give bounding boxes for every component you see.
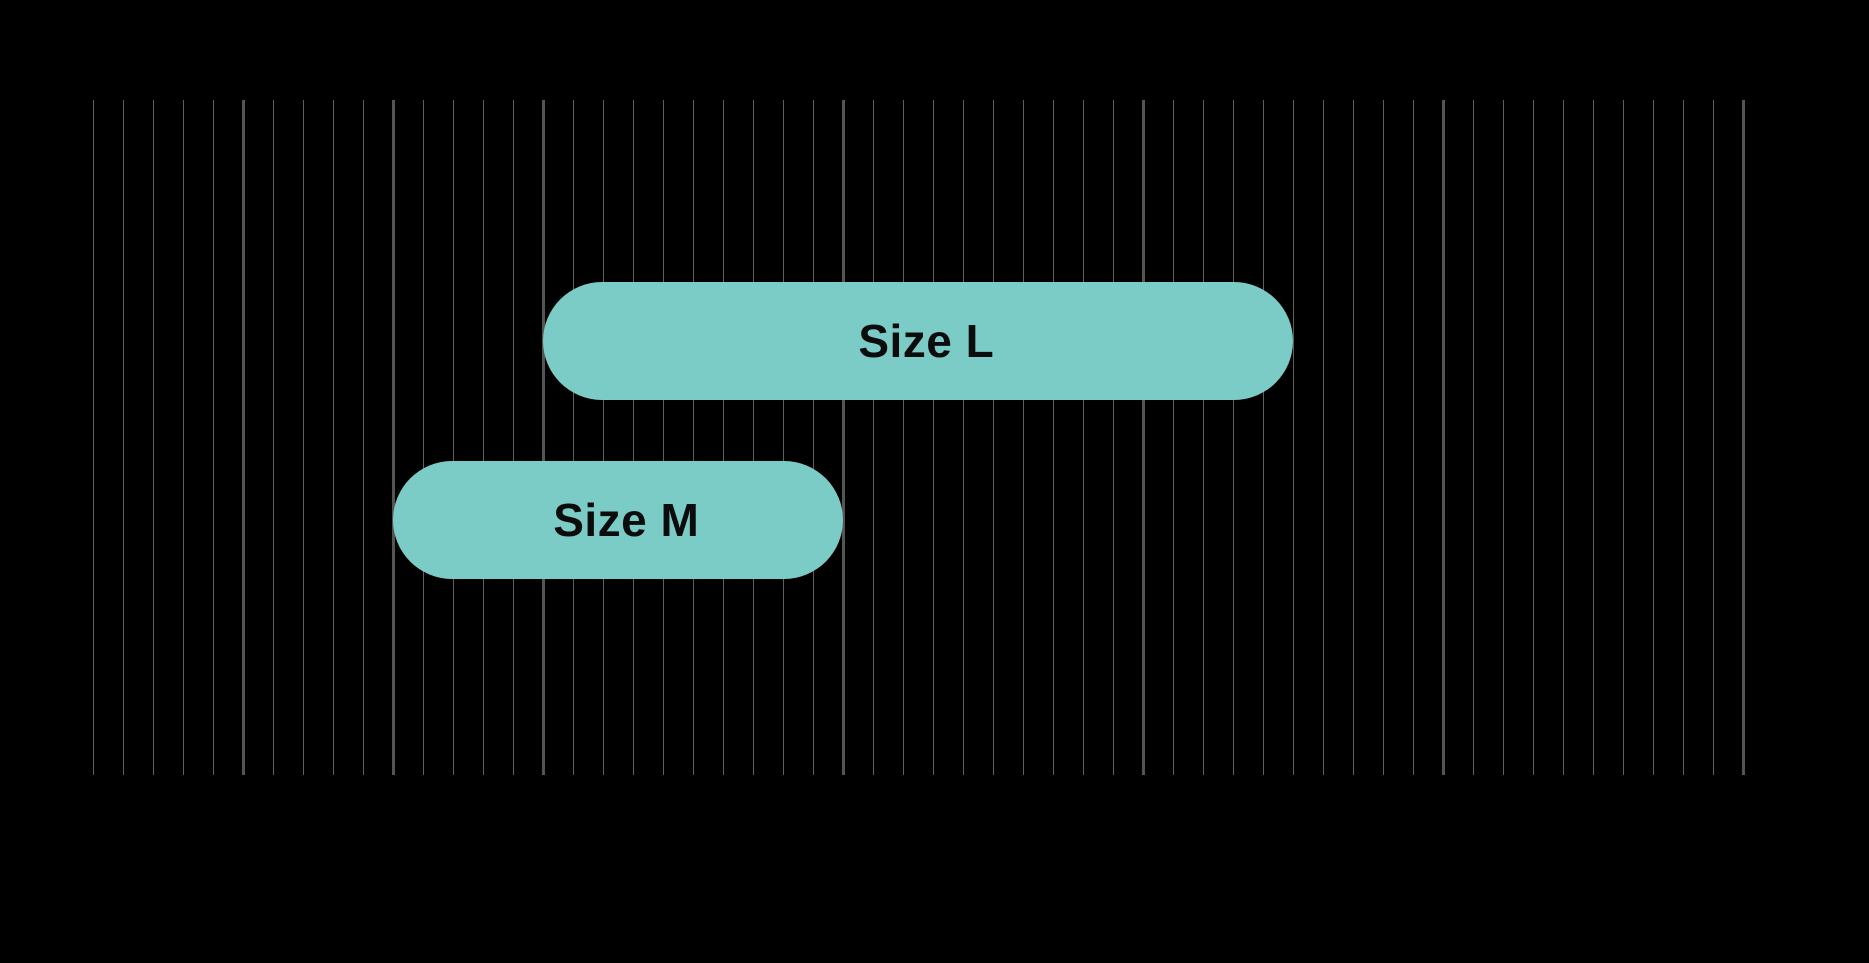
gridline-minor bbox=[633, 100, 635, 775]
gridline-minor bbox=[963, 100, 965, 775]
gridline-minor bbox=[753, 100, 755, 775]
gridline-minor bbox=[1083, 100, 1085, 775]
gridline-minor bbox=[1623, 100, 1625, 775]
gridline-minor bbox=[1593, 100, 1595, 775]
gridline-minor bbox=[1323, 100, 1325, 775]
gridline-minor bbox=[1263, 100, 1265, 775]
gridline-minor bbox=[363, 100, 365, 775]
gridline-minor bbox=[1293, 100, 1295, 775]
gridline-minor bbox=[1053, 100, 1055, 775]
gridline-minor bbox=[183, 100, 185, 775]
gridline-minor bbox=[873, 100, 875, 775]
gridline-minor bbox=[693, 100, 695, 775]
gridline-minor bbox=[1023, 100, 1025, 775]
task-bar-label: Size M bbox=[553, 494, 700, 546]
gridline-minor bbox=[573, 100, 575, 775]
gridline-minor bbox=[993, 100, 995, 775]
gridline-minor bbox=[1413, 100, 1415, 775]
gridline-minor bbox=[1533, 100, 1535, 775]
gridline-major bbox=[542, 100, 546, 775]
gridline-minor bbox=[153, 100, 155, 775]
gridline-minor bbox=[1203, 100, 1205, 775]
gridline-minor bbox=[1683, 100, 1685, 775]
gridline-major bbox=[1442, 100, 1446, 775]
gridline-minor bbox=[453, 100, 455, 775]
gridline-major bbox=[242, 100, 246, 775]
gridline-minor bbox=[213, 100, 215, 775]
gridline-minor bbox=[123, 100, 125, 775]
gridline-minor bbox=[513, 100, 515, 775]
gridline-minor bbox=[1233, 100, 1235, 775]
gridline-major bbox=[392, 100, 396, 775]
gridline-minor bbox=[903, 100, 905, 775]
task-bar-label: Size L bbox=[858, 315, 995, 367]
gridline-minor bbox=[1353, 100, 1355, 775]
gridline-minor bbox=[1473, 100, 1475, 775]
gridline-major bbox=[842, 100, 846, 775]
gridline-major bbox=[1742, 100, 1746, 775]
gridline-minor bbox=[483, 100, 485, 775]
gridline-minor bbox=[93, 100, 95, 775]
gridline-minor bbox=[723, 100, 725, 775]
gridline-minor bbox=[333, 100, 335, 775]
gridline-minor bbox=[933, 100, 935, 775]
gridline-minor bbox=[663, 100, 665, 775]
gridline-major bbox=[1142, 100, 1146, 775]
task-bar-size-m: Size M bbox=[393, 461, 844, 579]
task-bar-size-l: Size L bbox=[543, 282, 1294, 400]
gridline-minor bbox=[783, 100, 785, 775]
gridline-minor bbox=[813, 100, 815, 775]
gridline-minor bbox=[273, 100, 275, 775]
gridline-minor bbox=[1713, 100, 1715, 775]
gridline-minor bbox=[1113, 100, 1115, 775]
gridline-minor bbox=[1383, 100, 1385, 775]
gridline-minor bbox=[1503, 100, 1505, 775]
gridline-minor bbox=[1563, 100, 1565, 775]
gridline-minor bbox=[1173, 100, 1175, 775]
gridline-minor bbox=[423, 100, 425, 775]
gridline-minor bbox=[1653, 100, 1655, 775]
gridline-minor bbox=[303, 100, 305, 775]
gridline-minor bbox=[603, 100, 605, 775]
